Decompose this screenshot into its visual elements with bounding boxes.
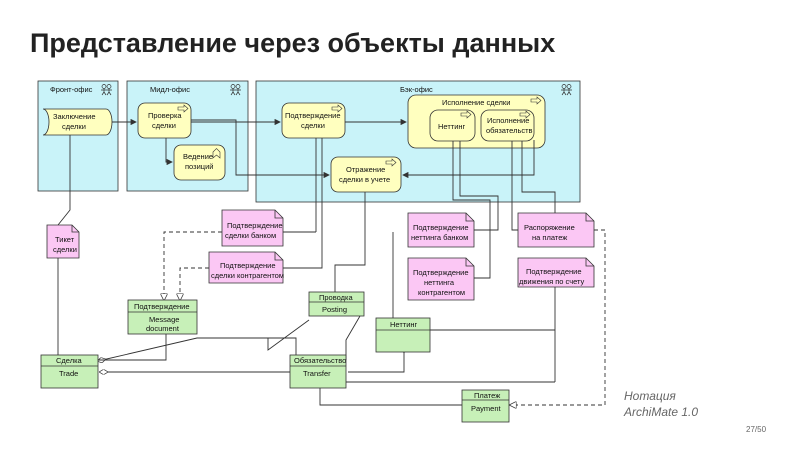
event-conclude-deal-label-1: Заключение bbox=[53, 112, 95, 121]
artifact-netting-counterparty-confirm-label-3: контрагентом bbox=[418, 288, 465, 297]
process-deal-execution-label: Исполнение сделки bbox=[442, 98, 510, 107]
process-arrow-icon bbox=[177, 104, 189, 113]
zone-mid-office-label: Мидл-офис bbox=[150, 85, 190, 94]
artifact-payment-order[interactable]: Распоряжение на платеж bbox=[517, 212, 595, 248]
process-netting[interactable]: Неттинг bbox=[429, 109, 476, 142]
notation-line-2: ArchiMate 1.0 bbox=[624, 405, 699, 419]
process-arrow-icon bbox=[331, 104, 343, 113]
process-arrow-icon bbox=[519, 110, 531, 119]
actor-icon bbox=[230, 84, 241, 96]
process-fulfil-obligations[interactable]: Исполнение обязательств bbox=[480, 109, 535, 142]
artifact-account-movement-confirm-label-1: Подтверждение bbox=[526, 267, 582, 276]
artifact-account-movement-confirm-label-2: движения по счету bbox=[519, 277, 585, 286]
process-check-deal-label-2: сделки bbox=[152, 121, 176, 130]
function-keep-positions[interactable]: Ведение позиций bbox=[173, 144, 226, 181]
data-object-confirmation-sublabel-2: document bbox=[146, 324, 180, 333]
process-arrow-icon bbox=[460, 110, 472, 119]
data-object-obligation-sublabel: Transfer bbox=[303, 369, 331, 378]
artifact-payment-order-label-2: на платеж bbox=[532, 233, 567, 242]
artifact-counterparty-confirm-label-2: сделки контрагентом bbox=[211, 271, 284, 280]
slide-title: Представление через объекты данных bbox=[30, 28, 556, 58]
function-bookmark-icon bbox=[212, 148, 221, 159]
artifact-counterparty-confirm[interactable]: Подтверждение сделки контрагентом bbox=[208, 251, 284, 284]
artifact-netting-counterparty-confirm-label-2: неттинга bbox=[424, 278, 455, 287]
connectors bbox=[57, 118, 606, 405]
process-reflect-accounting-label-1: Отражение bbox=[346, 165, 385, 174]
data-object-confirmation-sublabel-1: Message bbox=[149, 315, 179, 324]
process-arrow-icon bbox=[385, 158, 397, 167]
page-number: 27/50 bbox=[746, 425, 767, 434]
process-fulfil-obligations-label-1: Исполнение bbox=[487, 116, 529, 125]
data-object-posting[interactable]: Проводка Posting bbox=[308, 291, 365, 317]
data-object-payment[interactable]: Платеж Payment bbox=[461, 389, 510, 423]
data-object-deal-label: Сделка bbox=[56, 356, 83, 365]
zone-back-office-label: Бэк-офис bbox=[400, 85, 433, 94]
artifact-netting-bank-confirm-label-1: Подтверждение bbox=[413, 223, 469, 232]
actor-icon bbox=[101, 84, 112, 96]
actor-icon bbox=[561, 84, 572, 96]
process-netting-label: Неттинг bbox=[438, 122, 466, 131]
data-object-payment-sublabel: Payment bbox=[471, 404, 502, 413]
notation-note: Нотация ArchiMate 1.0 bbox=[624, 388, 698, 420]
function-keep-positions-label-2: позиций bbox=[185, 162, 213, 171]
artifact-counterparty-confirm-label-1: Подтверждение bbox=[220, 261, 276, 270]
artifact-ticket-label-1: Тикет bbox=[55, 235, 75, 244]
artifact-netting-bank-confirm-label-2: неттинга банком bbox=[411, 233, 468, 242]
process-confirm-deal[interactable]: Подтверждение сделки bbox=[281, 102, 346, 139]
artifact-payment-order-label-1: Распоряжение bbox=[524, 223, 575, 232]
process-confirm-deal-label-2: сделки bbox=[301, 121, 325, 130]
process-reflect-accounting[interactable]: Отражение сделки в учете bbox=[330, 156, 402, 193]
event-conclude-deal-label-2: сделки bbox=[62, 122, 86, 131]
process-check-deal-label-1: Проверка bbox=[148, 111, 182, 120]
artifact-bank-confirm[interactable]: Подтверждение сделки банком bbox=[221, 209, 284, 247]
artifact-netting-counterparty-confirm-label-1: Подтверждение bbox=[413, 268, 469, 277]
data-object-confirmation[interactable]: Подтверждение Message document bbox=[127, 299, 198, 335]
data-object-posting-sublabel: Posting bbox=[322, 305, 347, 314]
data-object-payment-label: Платеж bbox=[474, 391, 500, 400]
data-object-netting[interactable]: Неттинг bbox=[375, 317, 431, 353]
function-keep-positions-label-1: Ведение bbox=[183, 152, 213, 161]
data-object-netting-label: Неттинг bbox=[390, 320, 418, 329]
process-check-deal[interactable]: Проверка сделки bbox=[137, 102, 192, 139]
artifact-account-movement-confirm[interactable]: Подтверждение движения по счету bbox=[517, 257, 595, 288]
process-fulfil-obligations-label-2: обязательств bbox=[486, 126, 533, 135]
process-reflect-accounting-label-2: сделки в учете bbox=[339, 175, 390, 184]
event-conclude-deal[interactable]: Заключение сделки bbox=[42, 108, 113, 136]
data-object-confirmation-label: Подтверждение bbox=[134, 302, 190, 311]
process-confirm-deal-label-1: Подтверждение bbox=[285, 111, 341, 120]
data-object-obligation[interactable]: Обязательство Transfer bbox=[289, 354, 347, 389]
artifact-netting-bank-confirm[interactable]: Подтверждение неттинга банком bbox=[407, 212, 475, 248]
artifact-ticket[interactable]: Тикет сделки bbox=[46, 224, 80, 259]
process-arrow-icon bbox=[530, 96, 542, 105]
artifact-bank-confirm-label-1: Подтверждение bbox=[227, 221, 283, 230]
data-object-deal-sublabel: Trade bbox=[59, 369, 78, 378]
data-object-obligation-label: Обязательство bbox=[294, 356, 346, 365]
data-object-deal[interactable]: Сделка Trade bbox=[40, 354, 99, 389]
notation-line-1: Нотация bbox=[624, 389, 676, 403]
artifact-bank-confirm-label-2: сделки банком bbox=[225, 231, 276, 240]
artifact-ticket-label-2: сделки bbox=[53, 245, 77, 254]
zone-front-office-label: Фронт-офис bbox=[50, 85, 93, 94]
artifact-netting-counterparty-confirm[interactable]: Подтверждение неттинга контрагентом bbox=[407, 257, 475, 301]
zone-front-office[interactable]: Фронт-офис bbox=[37, 80, 119, 192]
data-object-posting-label: Проводка bbox=[319, 293, 353, 302]
